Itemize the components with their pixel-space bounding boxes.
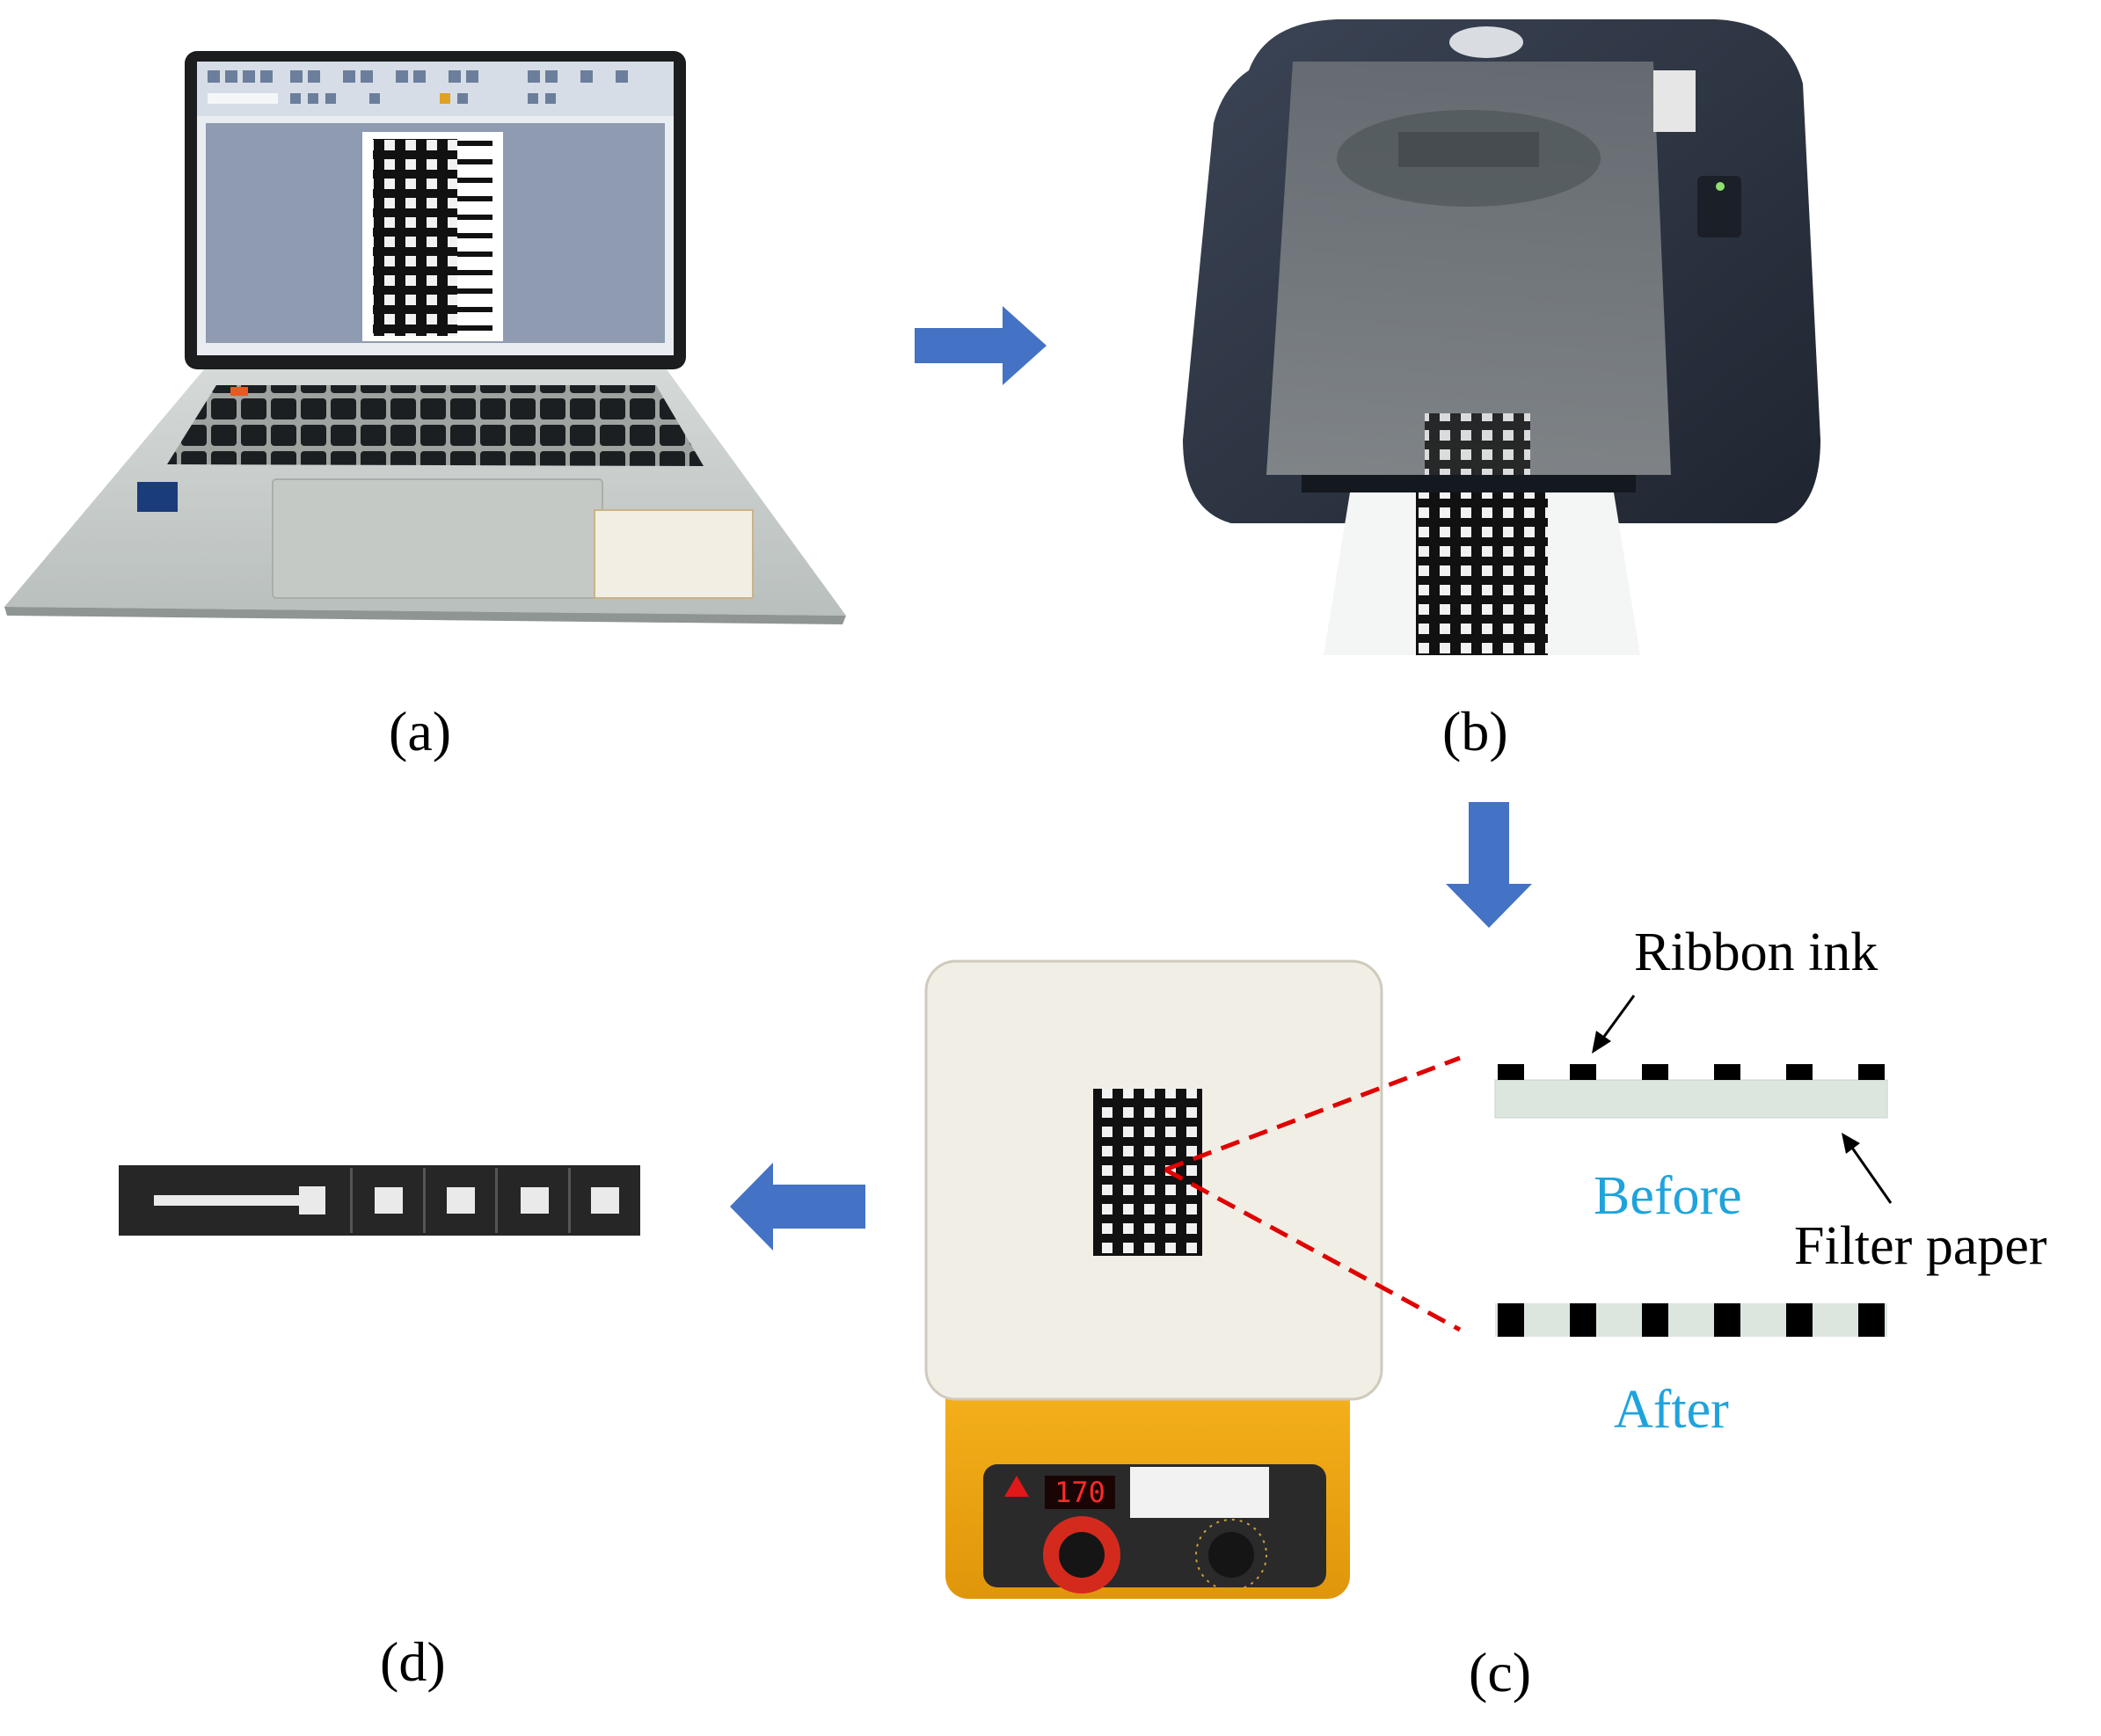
strip-working-lead (154, 1195, 312, 1206)
strip-test-zones (375, 1187, 619, 1214)
printer-button-panel (1697, 176, 1741, 237)
printer-photo (1183, 19, 1820, 655)
panel-label-c: (c) (1469, 1641, 1532, 1703)
power-key (230, 387, 248, 396)
ribbon-ink-blocks-before (1498, 1064, 1885, 1080)
laptop-keyboard (167, 385, 704, 466)
printer-led (1716, 182, 1725, 191)
ribbon-ink-blocks-after (1498, 1303, 1885, 1337)
software-toolbar (197, 62, 674, 116)
heated-electrode-sheet (1093, 1089, 1202, 1256)
strip-electrode-pad (299, 1186, 325, 1214)
brand-logo-plate (1449, 26, 1523, 58)
filter-paper-pointer (1842, 1133, 1893, 1204)
stir-knob[interactable] (1208, 1532, 1254, 1578)
finished-strip-photo (119, 1165, 640, 1236)
cross-section-before (1494, 1064, 1888, 1119)
panel-label-d: (d) (380, 1630, 446, 1693)
zoom-leader-top (1164, 1055, 1461, 1172)
printer-label-sticker (1653, 70, 1696, 132)
temperature-knob[interactable] (1059, 1532, 1105, 1578)
paper-feed-slot (1302, 475, 1636, 492)
strip-zone-dividers (350, 1168, 571, 1233)
laptop-sticker-card (594, 509, 754, 599)
toolbar-icons (208, 70, 628, 104)
before-label: Before (1594, 1166, 1742, 1226)
printed-electrode-strip (1416, 492, 1548, 655)
laptop-base-edge (4, 607, 846, 624)
warning-triangle-icon (1004, 1476, 1029, 1497)
ribbon-roll-core (1398, 132, 1539, 167)
filter-paper-label: Filter paper (1794, 1216, 2047, 1276)
after-label: After (1614, 1380, 1729, 1440)
arrow-a-to-b (915, 306, 1047, 385)
laptop-touchpad (272, 478, 603, 599)
zoom-leader-bottom (1164, 1167, 1462, 1332)
hotplate-photo: 170 (924, 959, 1383, 1599)
hotplate-info-label (1130, 1467, 1269, 1518)
ribbon-ink-label: Ribbon ink (1634, 923, 1878, 982)
ribbon-ink-pointer (1592, 995, 1636, 1054)
filter-paper-layer-after (1495, 1303, 1887, 1337)
arrow-c-to-d (730, 1163, 865, 1251)
printed-preview-inside (1425, 413, 1530, 475)
design-electrode-leads (457, 141, 492, 331)
hotplate-display-value: 170 (1054, 1476, 1105, 1509)
laptop-badge (137, 482, 178, 512)
stir-knob-dial (1195, 1519, 1267, 1591)
panel-label-a: (a) (389, 700, 452, 762)
arrow-b-to-c (1446, 802, 1532, 928)
design-electrode-grid (373, 139, 457, 336)
hotplate-display (1045, 1476, 1115, 1509)
laptop-photo (4, 51, 846, 624)
cross-section-after (1495, 1303, 1887, 1337)
filter-paper-layer-before (1494, 1079, 1888, 1119)
panel-label-b: (b) (1442, 700, 1508, 762)
